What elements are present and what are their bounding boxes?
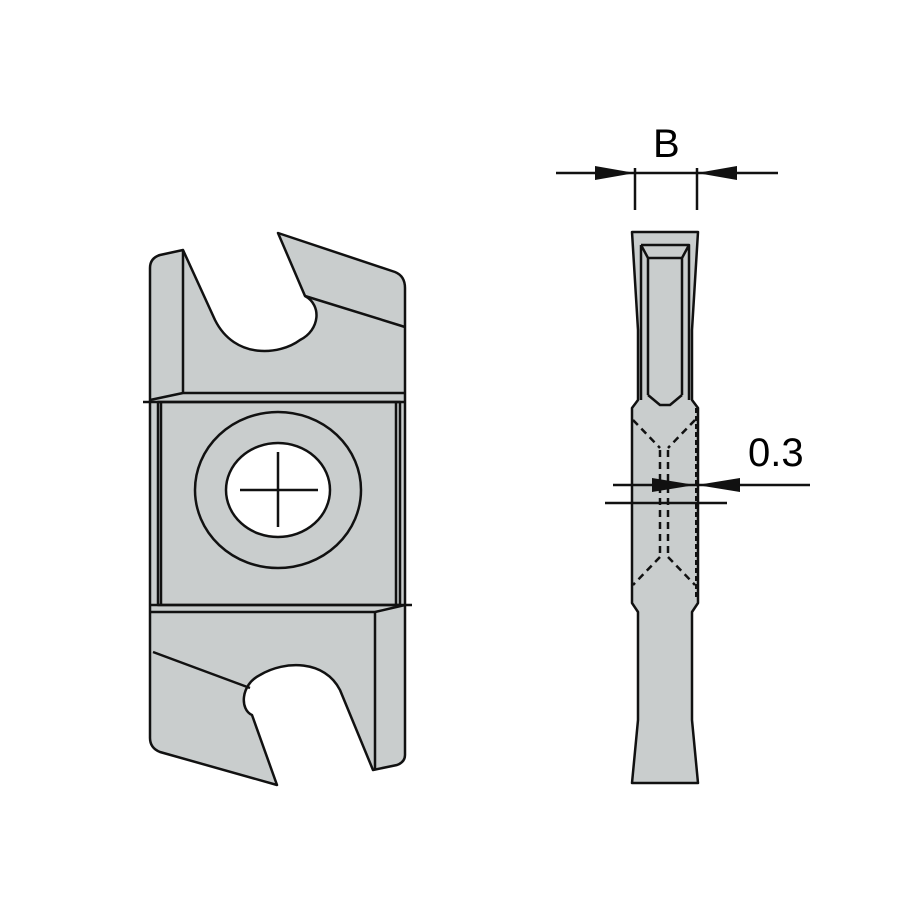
dimension-b-label: B — [653, 122, 680, 166]
dimension-b — [556, 166, 778, 210]
edge-lines — [143, 250, 412, 770]
dimension-offset-label: 0.3 — [748, 431, 804, 475]
front-view — [143, 231, 412, 787]
side-view — [630, 230, 700, 785]
dimension-offset — [605, 478, 810, 505]
